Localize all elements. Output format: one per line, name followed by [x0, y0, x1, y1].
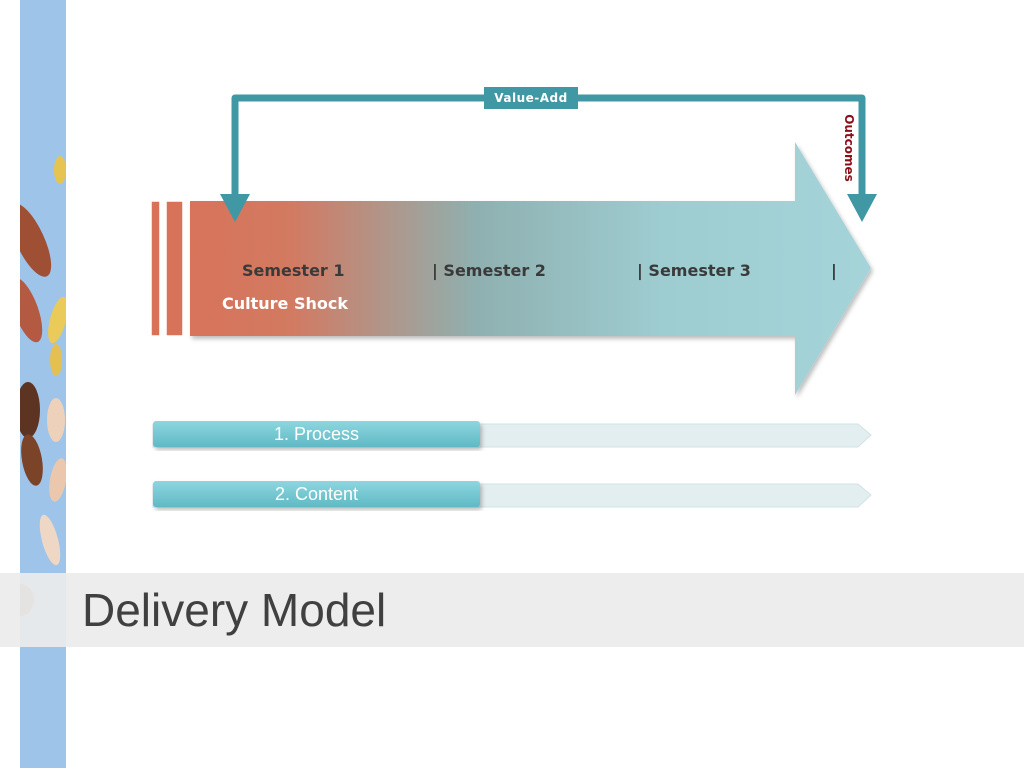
delivery-model-diagram: Value-Add Outcomes Semester 1 | Semester… [150, 87, 877, 508]
value-add-label: Value-Add [484, 87, 578, 109]
slide-title: Delivery Model [82, 584, 387, 636]
track-process [152, 421, 872, 448]
arrow-stripe [165, 200, 184, 337]
arrow-stripe [150, 200, 161, 337]
semester-1-label: Semester 1 [242, 261, 345, 280]
track-process-fill [153, 421, 480, 447]
title-bar [0, 573, 1024, 647]
arrowhead-left [220, 194, 250, 222]
semester-3-label: | Semester 3 [637, 261, 751, 280]
semester-2-label: | Semester 2 [432, 261, 546, 280]
track-content-fill [153, 481, 480, 507]
timeline-arrow [190, 142, 871, 395]
arrowhead-right [847, 194, 877, 222]
diagram-graphics [150, 94, 877, 508]
track-content [152, 481, 872, 508]
track-process-label: 1. Process [273, 424, 360, 444]
track-content-label: 2. Content [274, 484, 359, 504]
outcomes-label: Outcomes [842, 114, 856, 182]
semester-end-marker: | [831, 261, 837, 280]
phase-label: Culture Shock [222, 294, 348, 313]
